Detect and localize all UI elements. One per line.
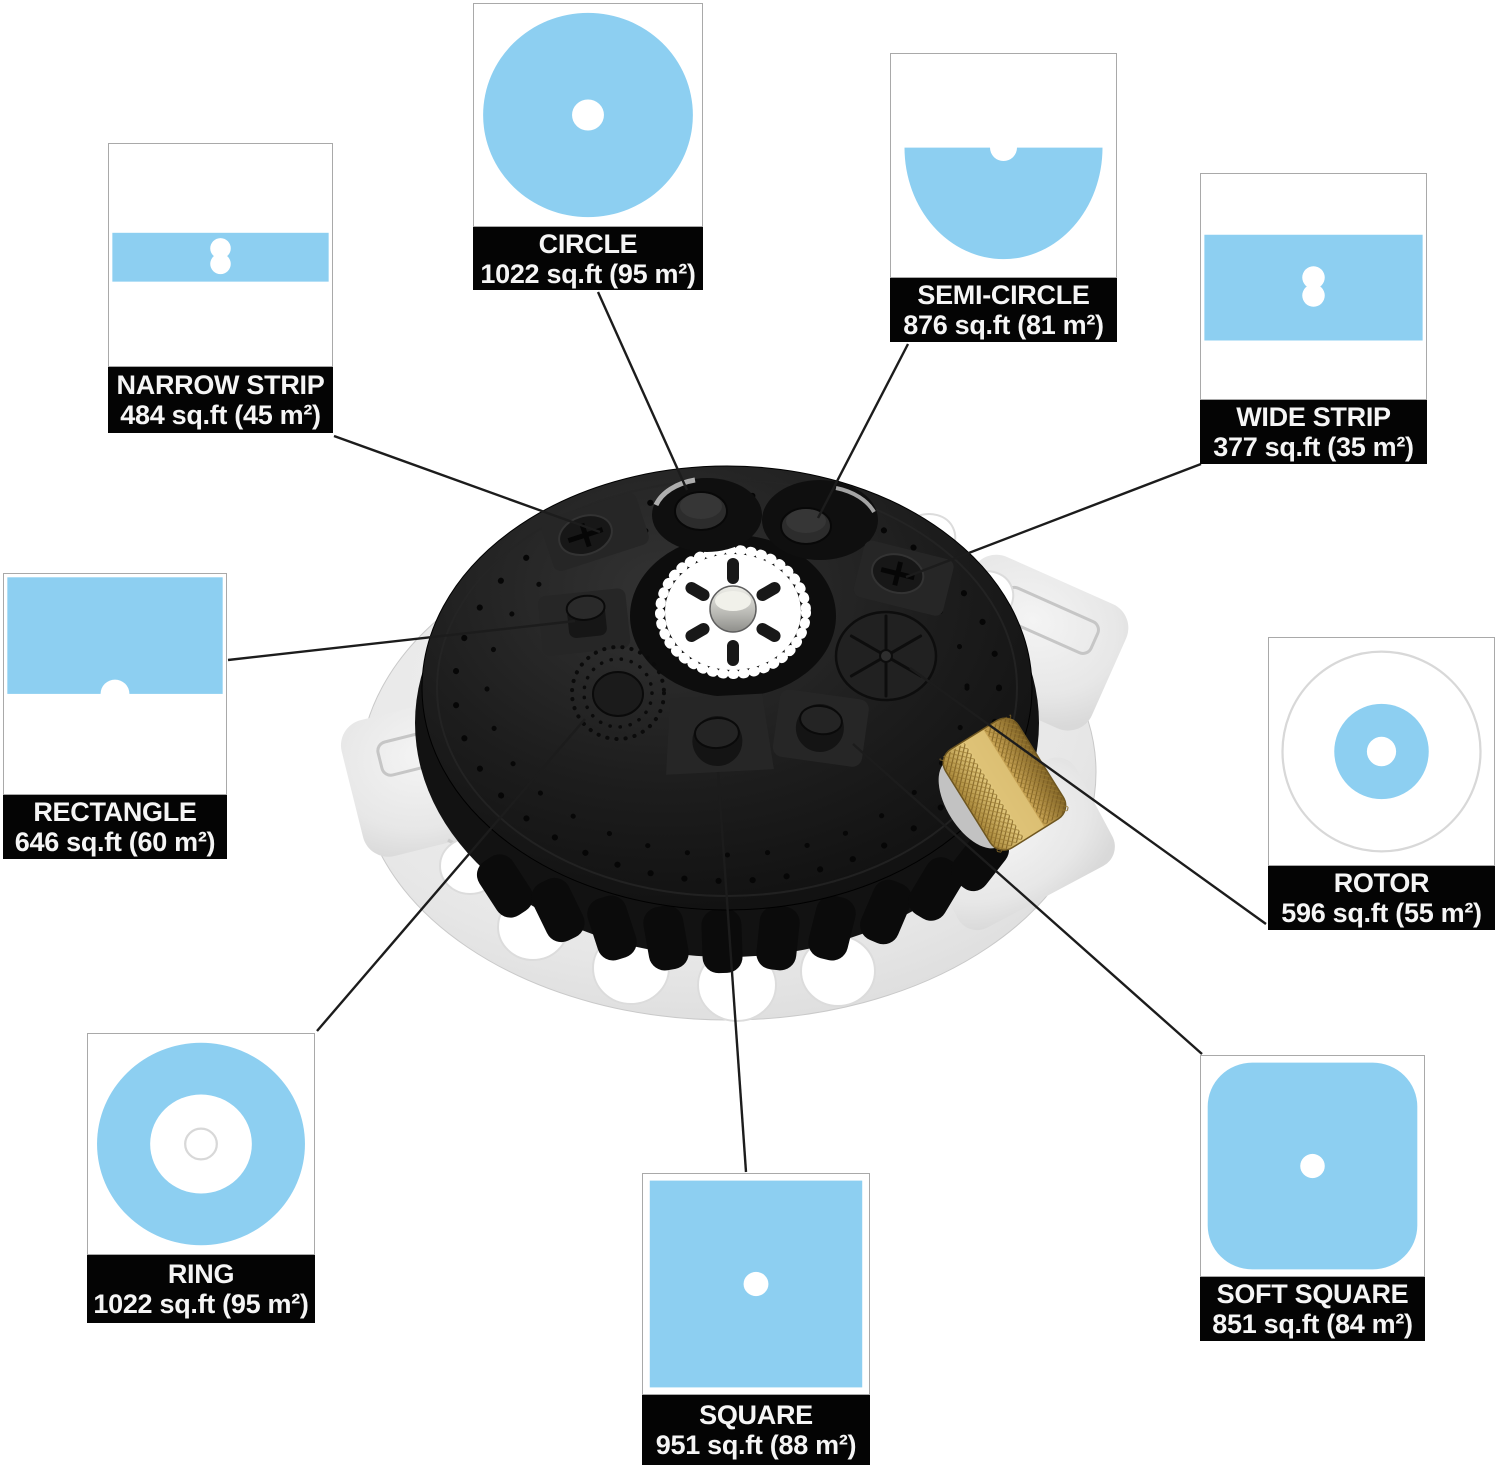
nozzle-narrow-strip <box>541 492 649 572</box>
narrow-strip-pattern <box>112 232 329 282</box>
callout-circle: CIRCLE 1022 sq.ft (95 m²) <box>473 3 703 290</box>
pattern-area: 851 sq.ft (84 m²) <box>1212 1309 1413 1339</box>
nozzle-rectangle <box>538 588 631 656</box>
nozzle-soft-square <box>772 689 869 767</box>
dial-center-gear <box>630 535 836 697</box>
wide-strip-pattern <box>1204 234 1423 341</box>
circle-pattern <box>483 12 693 218</box>
pattern-area: 951 sq.ft (88 m²) <box>655 1430 857 1460</box>
nozzle-circle <box>652 477 762 552</box>
ring-pattern <box>97 1042 305 1246</box>
rectangle-pattern <box>7 577 223 709</box>
callout-rectangle: RECTANGLE 646 sq.ft (60 m²) <box>3 573 227 859</box>
connector-line-square <box>716 771 748 1173</box>
pattern-area: 876 sq.ft (81 m²) <box>903 310 1104 340</box>
pattern-area: 484 sq.ft (45 m²) <box>120 400 321 430</box>
pattern-name: SQUARE <box>699 1400 813 1430</box>
callout-square: SQUARE 951 sq.ft (88 m²) <box>642 1173 870 1465</box>
connector-line-semi-circle <box>816 343 910 519</box>
rotor-pattern <box>1281 650 1482 853</box>
square-pattern <box>649 1180 863 1388</box>
hose-connector <box>938 714 1070 854</box>
connector-line-wide-strip <box>905 462 1202 579</box>
connector-line-circle <box>596 291 689 491</box>
pattern-name: SOFT SQUARE <box>1216 1279 1409 1309</box>
connector-line-narrow-strip <box>333 434 601 534</box>
connector-line-soft-square <box>852 743 1203 1055</box>
pattern-name: RECTANGLE <box>33 797 197 827</box>
callout-semi-circle: SEMI-CIRCLE 876 sq.ft (81 m²) <box>890 53 1117 342</box>
sprinkler-dial <box>415 465 1039 974</box>
pattern-name: SEMI-CIRCLE <box>917 280 1090 310</box>
pattern-area: 646 sq.ft (60 m²) <box>14 827 216 857</box>
pattern-name: RING <box>167 1259 235 1289</box>
callout-ring: RING 1022 sq.ft (95 m²) <box>87 1033 315 1323</box>
connector-line-ring <box>316 718 586 1032</box>
nozzle-semi-circle <box>762 480 878 560</box>
pattern-area: 1022 sq.ft (95 m²) <box>93 1289 309 1319</box>
pattern-name: WIDE STRIP <box>1236 402 1391 432</box>
pattern-area: 596 sq.ft (55 m²) <box>1281 898 1482 928</box>
callout-rotor: ROTOR 596 sq.ft (55 m²) <box>1268 637 1495 930</box>
nozzle-square <box>666 693 774 775</box>
callout-soft-square: SOFT SQUARE 851 sq.ft (84 m²) <box>1200 1055 1425 1341</box>
emblem-ring <box>570 645 666 741</box>
semi-circle-pattern <box>904 134 1103 260</box>
soft-square-pattern <box>1207 1062 1418 1270</box>
callout-wide-strip: WIDE STRIP 377 sq.ft (35 m²) <box>1200 173 1427 464</box>
dial-dot-ring <box>452 492 1002 884</box>
pattern-name: CIRCLE <box>538 228 638 259</box>
nozzle-wide-strip <box>853 540 954 616</box>
connector-line-rectangle <box>227 619 576 662</box>
connector-line-rotor <box>909 667 1267 925</box>
connector-lines <box>227 291 1267 1173</box>
pattern-name: NARROW STRIP <box>116 370 325 400</box>
dial-ribs <box>476 828 1010 974</box>
pattern-area: 377 sq.ft (35 m²) <box>1213 432 1414 462</box>
emblem-rotor <box>834 610 938 702</box>
pattern-name: ROTOR <box>1333 868 1430 898</box>
callout-narrow-strip: NARROW STRIP 484 sq.ft (45 m²) <box>108 143 333 433</box>
pattern-area: 1022 sq.ft (95 m²) <box>480 258 696 289</box>
